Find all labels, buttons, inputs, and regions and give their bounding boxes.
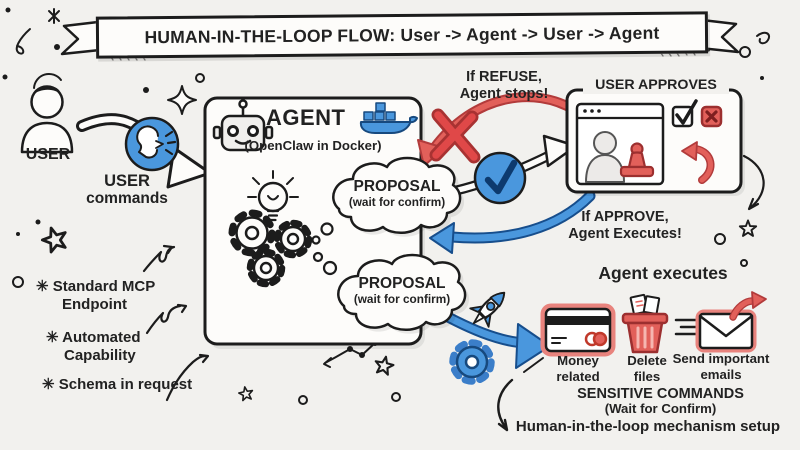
gears-icon (228, 209, 313, 288)
user-commands-line1: USER (104, 172, 150, 190)
hitl-mechanism-line: Human-in-the-loop mechanism setup (515, 418, 781, 435)
sensitive-commands-line: SENSITIVE COMMANDS (577, 386, 744, 402)
proposal-top-note: (wait for confirm) (348, 195, 446, 209)
lightbulb-icon (247, 170, 299, 222)
sparkle-icon (167, 85, 197, 115)
refuse-note-line2: Agent stops! (459, 86, 549, 102)
credit-card-icon (540, 303, 616, 357)
mcp-note-3-line1: ✳ Schema in request (42, 376, 193, 393)
mcp-note-2-line1: ✳ Automated (46, 329, 141, 346)
checkbox-checked-icon (671, 99, 698, 128)
delete-label-line1: Delete (627, 353, 667, 368)
money-label-line1: Money (557, 353, 599, 368)
footer-arrow (497, 378, 514, 432)
refuse-note-line1: If REFUSE, (466, 69, 542, 85)
stamp-icon (619, 142, 655, 178)
reject-button-icon (700, 105, 723, 128)
stamp-pointer-arrow (681, 141, 715, 184)
email-icon (674, 291, 767, 353)
proposal-bottom-note: (wait for confirm) (353, 292, 451, 306)
speaking-head-icon (124, 116, 180, 172)
approve-note-line2: Agent Executes! (568, 226, 682, 242)
docker-whale-icon (359, 102, 418, 134)
email-label-line2: emails (700, 367, 742, 382)
asterisk-doodle (48, 8, 60, 24)
check-circle-icon (473, 151, 527, 205)
agent-title: AGENT (266, 105, 346, 130)
approve-window-title: USER APPROVES (583, 77, 729, 94)
trash-icon (621, 293, 669, 354)
approve-arrow (429, 190, 596, 254)
agent-subtitle: (OpenClaw in Docker) (244, 138, 382, 153)
swirl-arrow-doodles (142, 244, 210, 402)
robot-icon (212, 99, 274, 152)
wait-for-confirm-line: (Wait for Confirm) (604, 401, 717, 416)
rocket-icon (469, 291, 506, 328)
proposal-bottom-title: PROPOSAL (358, 275, 446, 292)
user-label: USER (25, 146, 71, 163)
approve-note-line1: If APPROVE, (581, 209, 669, 225)
thought-bubbles (311, 222, 338, 276)
cross-mark-icon (429, 108, 481, 164)
delete-label-line2: files (633, 369, 661, 384)
curved-arrow-doodle (742, 154, 765, 211)
money-label-line2: related (556, 369, 600, 384)
email-label-line1: Send important (672, 351, 770, 366)
user-commands-line2: commands (86, 190, 168, 207)
mcp-note-1-line2: Endpoint (62, 296, 127, 313)
person-icon (20, 85, 74, 154)
blue-gear-icon (449, 339, 495, 385)
mcp-note-1-line1: ✳ Standard MCP (36, 278, 156, 295)
agent-executes-heading: Agent executes (598, 263, 728, 283)
scatter-doodles (2, 7, 770, 432)
title-banner: HUMAN-IN-THE-LOOP FLOW: User -> Agent ->… (95, 11, 709, 59)
proposal-top-title: PROPOSAL (353, 178, 441, 195)
mcp-note-2-line2: Capability (64, 347, 136, 364)
